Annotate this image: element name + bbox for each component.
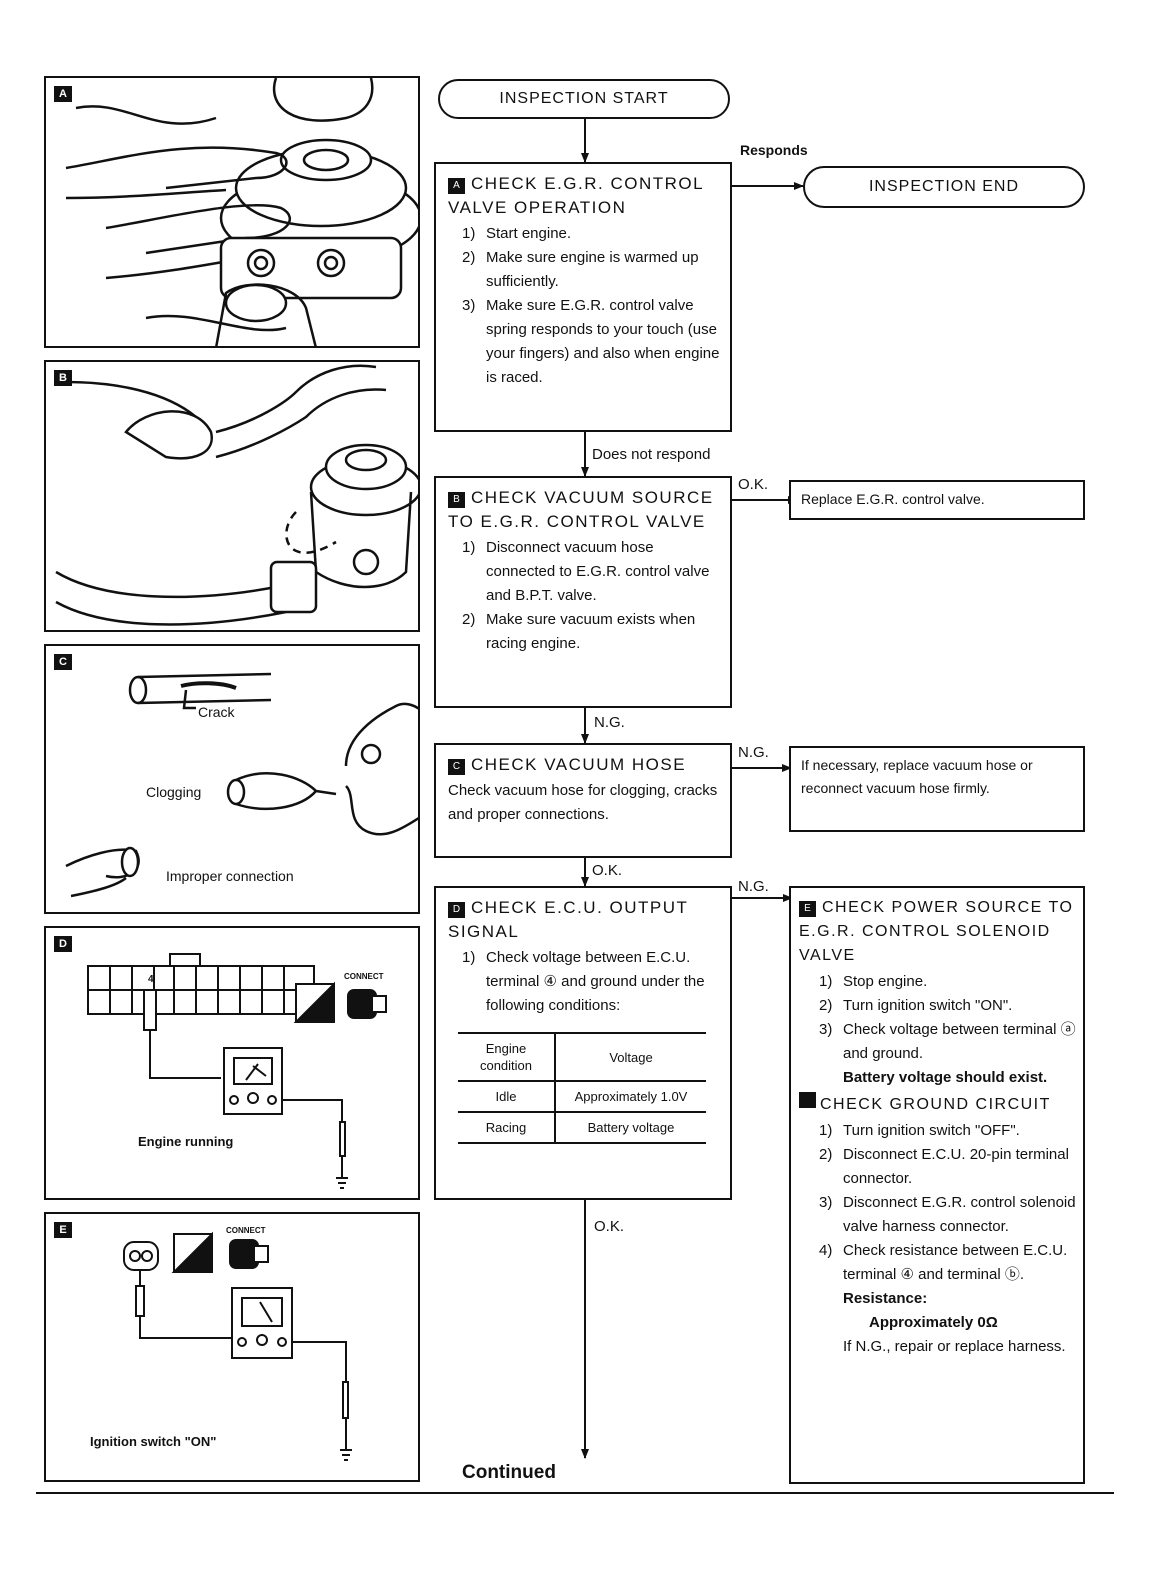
step-a-item-1: Start engine.: [462, 222, 572, 246]
step-f-list: Turn ignition switch "OFF". Disconnect E…: [799, 1119, 1079, 1287]
step-e-badge: E: [799, 901, 816, 917]
illustration-panel-a: A: [44, 76, 420, 348]
step-c-badge: C: [448, 759, 465, 775]
step-c-title-text: CHECK VACUUM HOSE: [471, 755, 687, 774]
vacuum-hose-check-illustration: [55, 364, 418, 626]
resistance-value: Approximately 0Ω: [869, 1314, 998, 1331]
step-a-title-text: CHECK E.G.R. CONTROL VALVE OPERATION: [448, 174, 704, 217]
crack-caption: Crack: [198, 704, 235, 720]
replace-hose-box: If necessary, replace vacuum hose or rec…: [789, 746, 1085, 832]
step-a-badge: A: [448, 178, 465, 194]
illustration-panel-c: C Crack Clogging Improper connection: [44, 644, 420, 914]
ok-label-c: O.K.: [592, 862, 623, 879]
step-c-title: C CHECK VACUUM HOSE: [448, 753, 722, 777]
panel-label: D: [54, 936, 72, 952]
panel-label: C: [54, 654, 72, 670]
inspection-start-terminal: INSPECTION START: [438, 79, 730, 119]
step-a-list: Start engine. Make sure engine is warmed…: [448, 222, 722, 390]
step-e-item-2: Turn ignition switch "ON".: [819, 994, 1013, 1018]
step-d-item-1: Check voltage between E.C.U. terminal ④ …: [462, 946, 705, 1014]
illustration-panel-b: B: [44, 360, 420, 632]
step-e-title-text: CHECK POWER SOURCE TO E.G.R. CONTROL SOL…: [799, 899, 1074, 964]
table-cell: Racing: [458, 1112, 556, 1144]
step-e-item-3: Check voltage between terminal ⓐ and gro…: [819, 1018, 1076, 1062]
table-cell: Idle: [458, 1081, 556, 1113]
page-divider: [36, 1492, 1114, 1494]
table-header-row: Engine condition Voltage: [458, 1032, 706, 1082]
table-cell: Battery voltage: [555, 1112, 706, 1144]
step-f-badge: [799, 1092, 816, 1108]
vacuum-hose-defects-illustration: [65, 672, 418, 898]
table-row: Racing Battery voltage: [458, 1112, 706, 1144]
illustration-panel-d: D 4 Engine running CONNECT: [44, 926, 420, 1200]
step-f-title-text: CHECK GROUND CIRCUIT: [820, 1096, 1051, 1113]
step-a-item-2: Make sure engine is warmed up sufficient…: [462, 246, 699, 290]
ignition-switch-on-caption: Ignition switch "ON": [90, 1434, 217, 1449]
step-f-title: CHECK GROUND CIRCUIT: [799, 1092, 1079, 1117]
step-f-item-3: Disconnect E.G.R. control solenoid valve…: [819, 1191, 1076, 1235]
ecu-connector-voltmeter-illustration: [87, 953, 387, 1189]
table-row: Idle Approximately 1.0V: [458, 1081, 706, 1113]
step-b-title-text: CHECK VACUUM SOURCE TO E.G.R. CONTROL VA…: [448, 488, 714, 531]
improper-connection-caption: Improper connection: [166, 868, 294, 884]
connect-label: CONNECT: [226, 1226, 266, 1235]
step-f-item-4: Check resistance between E.C.U. terminal…: [819, 1239, 1068, 1283]
replace-egr-valve-box: Replace E.G.R. control valve.: [789, 480, 1085, 520]
table-header-cell: Engine condition: [458, 1032, 556, 1082]
egr-valve-touch-illustration: [65, 78, 418, 346]
inspection-end-terminal: INSPECTION END: [803, 166, 1085, 208]
step-f-tail: If N.G., repair or replace harness.: [843, 1338, 1066, 1355]
step-b-item-2: Make sure vacuum exists when racing engi…: [462, 608, 696, 652]
step-b-item-1: Disconnect vacuum hose connected to E.G.…: [462, 536, 710, 604]
solenoid-connector-voltmeter-illustration: [123, 1231, 352, 1461]
does-not-respond-label: Does not respond: [592, 446, 711, 463]
clogging-caption: Clogging: [146, 784, 202, 800]
table-cell: Approximately 1.0V: [555, 1081, 706, 1113]
step-f-item-1: Turn ignition switch "OFF".: [819, 1119, 1020, 1143]
voltage-table: Engine condition Voltage Idle Approximat…: [458, 1032, 706, 1144]
engine-running-caption: Engine running: [138, 1134, 234, 1149]
responds-label: Responds: [740, 142, 808, 158]
ng-label-d: N.G.: [738, 878, 769, 895]
ok-label-b: O.K.: [738, 476, 769, 493]
step-a-item-3: Make sure E.G.R. control valve spring re…: [462, 294, 720, 386]
panel-label: A: [54, 86, 72, 102]
step-b-list: Disconnect vacuum hose connected to E.G.…: [448, 536, 722, 656]
step-e-list: Stop engine. Turn ignition switch "ON". …: [799, 970, 1079, 1066]
step-c-box: C CHECK VACUUM HOSE Check vacuum hose for…: [434, 743, 732, 858]
illustration-panel-e: E Ignition switch "ON" CONNECT: [44, 1212, 420, 1482]
step-f-item-2: Disconnect E.C.U. 20-pin terminal connec…: [819, 1143, 1069, 1187]
table-header-cell: Voltage: [555, 1032, 706, 1082]
connect-label: CONNECT: [344, 972, 384, 981]
step-d-badge: D: [448, 902, 465, 918]
step-d-list: Check voltage between E.C.U. terminal ④ …: [448, 946, 722, 1018]
ok-label-d: O.K.: [594, 1218, 625, 1235]
panel-label: E: [54, 1222, 72, 1238]
ng-label-c: N.G.: [738, 744, 769, 761]
resistance-label: Resistance:: [843, 1290, 928, 1307]
step-d-title-text: CHECK E.C.U. OUTPUT SIGNAL: [448, 898, 689, 941]
step-e-item-1: Stop engine.: [819, 970, 928, 994]
step-e-note: Battery voltage should exist.: [843, 1069, 1048, 1086]
terminal-4-label: 4: [148, 974, 154, 985]
step-c-description: Check vacuum hose for clogging, cracks a…: [448, 782, 718, 823]
ng-label-b: N.G.: [594, 714, 625, 731]
step-b-badge: B: [448, 492, 465, 508]
continued-label: Continued: [462, 1462, 556, 1483]
